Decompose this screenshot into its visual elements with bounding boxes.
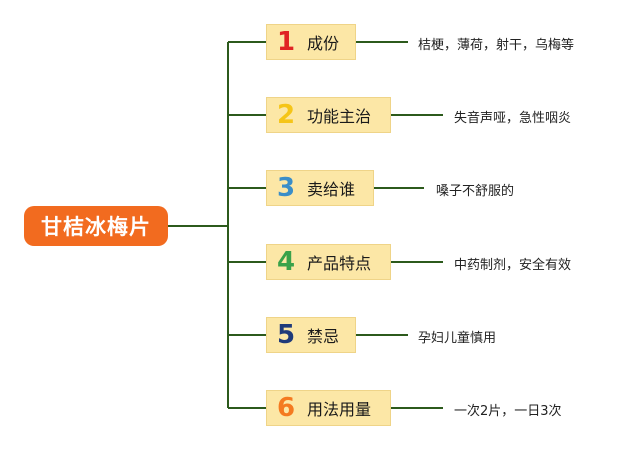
branch-node-indications: 2 功能主治 <box>266 97 391 133</box>
branch-label-1: 成份 <box>307 34 340 53</box>
branch-detail-2: 失音声哑，急性咽炎 <box>454 111 572 126</box>
branch-number-4: 4 <box>277 247 296 277</box>
branch-label-3: 卖给谁 <box>307 180 356 199</box>
branch-node-contraindications: 5 禁忌 <box>266 317 356 353</box>
branch-detail-3: 嗓子不舒服的 <box>436 184 515 199</box>
branch-number-6: 6 <box>277 393 296 423</box>
branch-number-3: 3 <box>277 173 296 203</box>
branch-number-2: 2 <box>277 100 296 130</box>
branch-number-5: 5 <box>277 320 296 350</box>
branch-number-1: 1 <box>277 27 296 57</box>
root-node: 甘桔冰梅片 <box>24 206 168 246</box>
branch-detail-5: 孕妇儿童慎用 <box>418 331 497 346</box>
root-title: 甘桔冰梅片 <box>41 215 151 239</box>
branch-node-target-customer: 3 卖给谁 <box>266 170 374 206</box>
branch-detail-4: 中药制剂，安全有效 <box>454 258 572 273</box>
branch-node-dosage: 6 用法用量 <box>266 390 391 426</box>
branch-label-2: 功能主治 <box>307 107 372 126</box>
branch-node-features: 4 产品特点 <box>266 244 391 280</box>
branch-node-ingredients: 1 成份 <box>266 24 356 60</box>
branch-detail-1: 桔梗，薄荷，射干，乌梅等 <box>418 38 575 53</box>
branch-detail-6: 一次2片，一日3次 <box>454 404 562 419</box>
branch-label-5: 禁忌 <box>307 327 340 346</box>
branch-label-6: 用法用量 <box>307 400 372 419</box>
branch-label-4: 产品特点 <box>307 254 372 273</box>
